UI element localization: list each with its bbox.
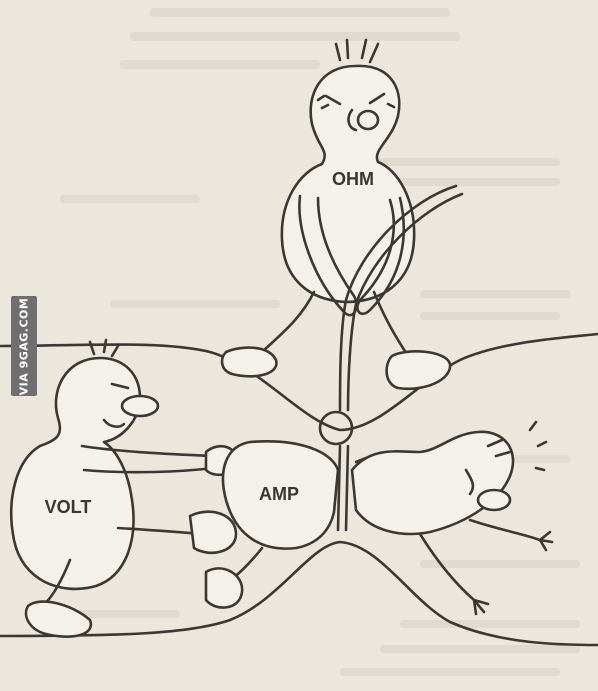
ohm-label: OHM — [332, 169, 374, 189]
conductor-lower-wall — [0, 540, 598, 647]
conductor-upper-wall — [0, 332, 598, 432]
ohm-character — [220, 38, 452, 391]
volt-label: VOLT — [45, 497, 92, 517]
bleed-through-text — [60, 8, 580, 676]
watermark-text: VIA 9GAG.COM — [17, 297, 31, 395]
amp-label: AMP — [259, 484, 299, 504]
rope — [312, 184, 464, 532]
watermark-badge: VIA 9GAG.COM — [11, 296, 37, 396]
volt-character — [10, 338, 238, 638]
amp-character — [204, 420, 554, 616]
